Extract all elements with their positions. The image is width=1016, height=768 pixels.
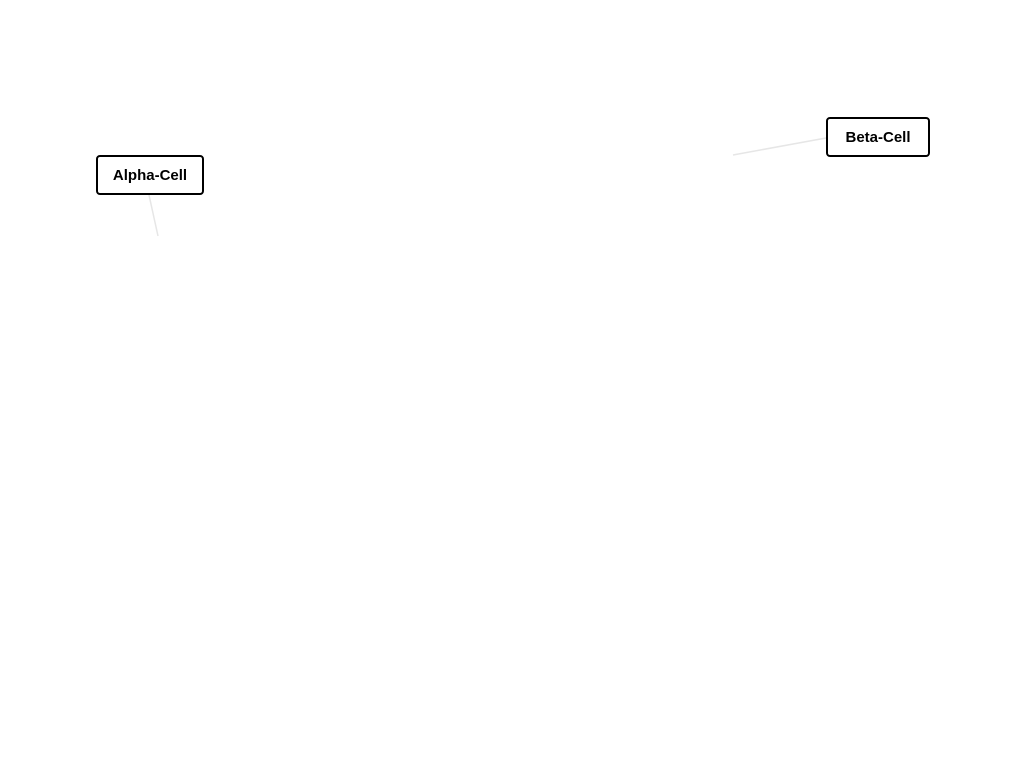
alpha-cell-pointer-line xyxy=(148,194,159,237)
alpha-cell-label-text: Alpha-Cell xyxy=(112,166,188,184)
alpha-cell-label: Alpha-Cell xyxy=(96,155,204,195)
beta-cell-label: Beta-Cell xyxy=(826,117,930,157)
beta-cell-pointer-line xyxy=(732,137,827,156)
beta-cell-label-text: Beta-Cell xyxy=(845,128,911,146)
